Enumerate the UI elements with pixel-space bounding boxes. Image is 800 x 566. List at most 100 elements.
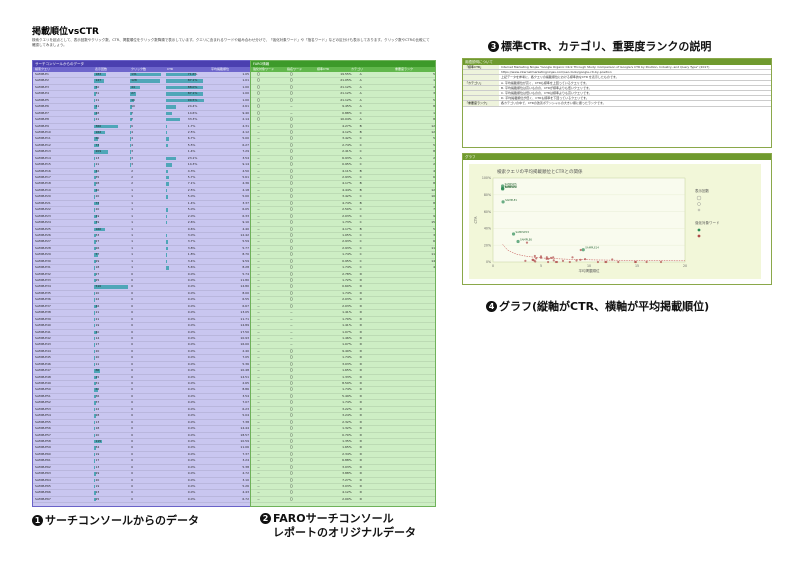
table-row[interactable]: － 〇 3.24% D <box>251 413 435 420</box>
col-impressions[interactable]: 表示回数 <box>95 67 108 71</box>
table-row[interactable]: － 〇 4.17% B 8 <box>251 181 435 188</box>
table-row[interactable]: SAMPLE4 31 27 87.1% 1.00 <box>33 91 251 98</box>
table-row[interactable]: SAMPLE66 23 0 0.0% 4.43 <box>33 490 251 497</box>
table-row[interactable]: SAMPLE15 21 3 14.3% 9.14 <box>33 162 251 169</box>
table-row[interactable]: － 〇 1.74% D <box>251 291 435 298</box>
table-row[interactable]: － 〇 0.60% D <box>251 284 435 291</box>
col-clicks[interactable]: クリック数 <box>131 67 147 71</box>
table-row[interactable]: － 〇 4.17% B 5 <box>251 227 435 233</box>
table-row[interactable]: SAMPLE31 18 1 5.6% 8.28 <box>33 265 251 272</box>
table-row[interactable]: － 〇 4.44% B 12 <box>251 188 435 195</box>
table-row[interactable]: － 〇 3.42% C 5 <box>251 136 435 143</box>
table-row[interactable]: SAMPLE22 20 1 5.0% 6.05 <box>33 207 251 214</box>
table-row[interactable]: SAMPLE45 20 0 0.0% 7.05 <box>33 355 251 362</box>
table-row[interactable]: 〇 〇 21.12% A 3 <box>251 91 435 98</box>
table-row[interactable]: － 〇 3.22% D <box>251 407 435 414</box>
table-row[interactable]: SAMPLE36 22 0 0.0% 6.55 <box>33 297 251 304</box>
table-row[interactable]: － 〇 1.35% D <box>251 439 435 446</box>
table-row[interactable]: － 〇 2.00% D <box>251 497 435 504</box>
table-row[interactable]: － 〇 2.93% C 6 <box>251 239 435 246</box>
table-row[interactable]: 〇 〇 21.12% A 4 <box>251 85 435 92</box>
table-row[interactable]: SAMPLE11 60 4 6.7% 5.00 <box>33 136 251 143</box>
col-query[interactable]: 検索クエリ <box>35 67 51 71</box>
table-row[interactable]: SAMPLE58 115 0 0.0% 10.59 <box>33 439 251 446</box>
table-row[interactable]: － 〇 7.27% D <box>251 478 435 484</box>
table-row[interactable]: SAMPLE17 35 2 5.7% 5.61 <box>33 175 251 182</box>
table-row[interactable]: － 〇 1.65% D <box>251 445 435 452</box>
table-row[interactable]: － 〇 1.05% C 3 <box>251 233 435 240</box>
table-row[interactable]: － － 1.07% D <box>251 330 435 336</box>
table-row[interactable]: SAMPLE62 13 0 0.0% 5.38 <box>33 465 251 472</box>
table-row[interactable]: － 〇 5.49% D <box>251 394 435 401</box>
table-row[interactable]: － 〇 2.32% D <box>251 420 435 427</box>
table-row[interactable]: SAMPLE2 147 128 87.1% 1.01 <box>33 78 251 85</box>
col-ctr[interactable]: CTR <box>167 67 174 71</box>
table-row[interactable]: 〇 〇 10.04% A 8 <box>251 117 435 124</box>
table-row[interactable]: － 〇 1.73% C 15 <box>251 220 435 227</box>
table-row[interactable]: SAMPLE48 45 0 0.0% 14.51 <box>33 375 251 381</box>
table-row[interactable]: － 〇 3.42% C 10 <box>251 194 435 201</box>
table-row[interactable]: SAMPLE5 21 19 90.5% 1.00 <box>33 98 251 105</box>
table-row[interactable]: SAMPLE27 27 1 3.7% 5.59 <box>33 239 251 246</box>
table-row[interactable]: SAMPLE54 28 0 0.0% 5.04 <box>33 413 251 420</box>
table-row[interactable]: SAMPLE30 29 1 3.4% 9.59 <box>33 259 251 266</box>
table-row[interactable]: SAMPLE20 20 1 5.0% 5.00 <box>33 194 251 201</box>
table-row[interactable]: SAMPLE29 57 1 1.8% 8.70 <box>33 252 251 259</box>
table-row[interactable]: － 〇 1.32% D <box>251 426 435 433</box>
table-row[interactable]: － 〇 4.74% B 8 <box>251 201 435 208</box>
table-row[interactable]: SAMPLE13 209 3 1.4% 7.29 <box>33 149 251 156</box>
table-row[interactable]: SAMPLE38 21 0 0.0% 13.05 <box>33 310 251 317</box>
table-row[interactable]: － － 1.41% D <box>251 310 435 317</box>
table-row[interactable]: － 〇 2.03% D <box>251 297 435 304</box>
table-row[interactable]: SAMPLE25 160 1 0.6% 4.40 <box>33 227 251 233</box>
table-row[interactable]: SAMPLE24 39 1 2.6% 9.10 <box>33 220 251 227</box>
table-row[interactable]: SAMPLE61 17 0 0.0% 3.24 <box>33 458 251 465</box>
table-row[interactable]: － － 1.07% D <box>251 342 435 349</box>
table-row[interactable]: SAMPLE8 21 7 33.3% 2.14 <box>33 117 251 124</box>
table-row[interactable]: SAMPLE39 21 0 0.0% 11.71 <box>33 317 251 324</box>
table-row[interactable]: SAMPLE67 25 0 0.0% 6.72 <box>33 497 251 504</box>
col-standard-ctr[interactable]: 標準CTR <box>317 67 330 71</box>
table-row[interactable]: SAMPLE34 510 0 0.0% 14.80 <box>33 284 251 291</box>
table-row[interactable]: 〇 － 0.88% C 1 <box>251 111 435 118</box>
table-row[interactable]: SAMPLE37 46 0 0.0% 6.67 <box>33 304 251 311</box>
table-row[interactable]: SAMPLE43 17 0 0.0% 16.00 <box>33 342 251 349</box>
table-row[interactable]: － 〇 3.03% D <box>251 484 435 491</box>
table-row[interactable]: － － 1.70% D <box>251 317 435 324</box>
table-row[interactable]: SAMPLE40 19 0 0.0% 14.89 <box>33 323 251 330</box>
table-row[interactable]: SAMPLE6 41 10 24.4% 2.61 <box>33 104 251 111</box>
table-row[interactable]: SAMPLE33 25 0 0.0% 11.80 <box>33 278 251 285</box>
table-row[interactable]: － 〇 2.34% D <box>251 452 435 459</box>
table-row[interactable]: 〇 〇 21.05% A 1 <box>251 78 435 85</box>
table-row[interactable]: － 〇 4.12% D <box>251 490 435 497</box>
table-row[interactable]: － 〇 1.74% D <box>251 387 435 394</box>
table-row[interactable]: － 〇 4.27% B 12 <box>251 124 435 130</box>
table-row[interactable]: － 〇 4.11% B 4 <box>251 169 435 175</box>
table-row[interactable]: － 〇 1.74% C 11 <box>251 252 435 259</box>
table-row[interactable]: SAMPLE57 20 0 0.0% 18.57 <box>33 433 251 439</box>
col-brand-word[interactable]: 指名ワード <box>287 67 303 71</box>
col-category[interactable]: カテゴリ <box>351 67 364 71</box>
table-row[interactable]: SAMPLE16 46 2 4.3% 4.50 <box>33 169 251 175</box>
table-row[interactable]: － 〇 2.50% C 7 <box>251 207 435 214</box>
table-row[interactable]: SAMPLE9 360 6 1.7% 4.31 <box>33 124 251 130</box>
table-row[interactable]: SAMPLE23 49 1 2.0% 6.33 <box>33 214 251 221</box>
table-row[interactable]: SAMPLE49 31 0 0.0% 2.65 <box>33 381 251 388</box>
table-row[interactable]: － 〇 2.93% C 6 <box>251 175 435 182</box>
table-row[interactable]: 〇 〇 21.12% A 5 <box>251 98 435 105</box>
table-row[interactable]: SAMPLE10 162 4 2.5% 4.12 <box>33 130 251 137</box>
table-row[interactable]: SAMPLE55 13 0 0.0% 7.38 <box>33 420 251 427</box>
col-target-word[interactable]: 強化対象ワード <box>253 67 275 71</box>
table-row[interactable]: 〇 － 9.45% A 8 <box>251 104 435 111</box>
table-row[interactable]: － 〇 2.93% C 11 <box>251 246 435 253</box>
table-row[interactable]: SAMPLE21 73 1 1.4% 3.37 <box>33 201 251 208</box>
table-row[interactable]: － 〇 8.59% D <box>251 381 435 388</box>
table-row[interactable]: SAMPLE64 20 0 0.0% 3.10 <box>33 478 251 484</box>
table-row[interactable]: － 〇 0.95% C 14 <box>251 259 435 266</box>
table-row[interactable]: － 〇 2.41% C 8 <box>251 149 435 156</box>
table-row[interactable]: SAMPLE28 26 1 3.8% 5.77 <box>33 246 251 253</box>
table-row[interactable]: － 〇 2.74% C 5 <box>251 143 435 150</box>
table-row[interactable]: － 〇 3.03% D <box>251 465 435 472</box>
table-row[interactable]: SAMPLE18 28 2 7.1% 4.36 <box>33 181 251 188</box>
table-row[interactable]: － 〇 9.40% D <box>251 349 435 356</box>
